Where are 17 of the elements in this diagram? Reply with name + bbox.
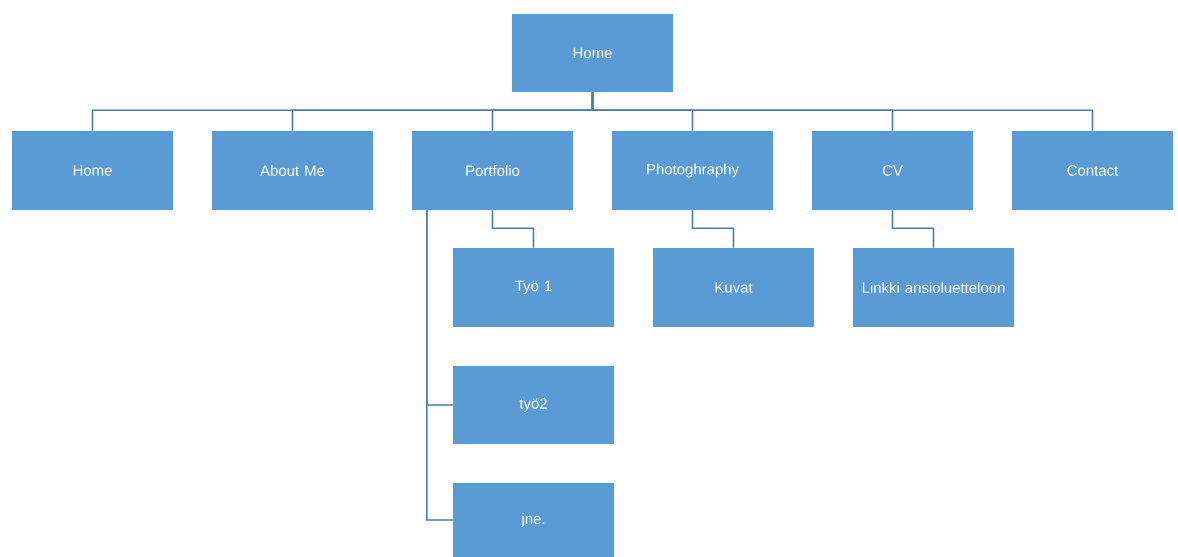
page-box: Photoghraphy	[612, 131, 773, 210]
page-box: CV	[812, 131, 973, 210]
page-box: Portfolio	[412, 131, 573, 210]
page-box: Kuvat	[653, 248, 814, 327]
connector-line	[491, 209, 535, 249]
page-box: Home	[12, 131, 173, 210]
page-box: jne.	[453, 483, 614, 557]
page-box: työ2	[453, 366, 614, 444]
connector-line	[426, 209, 454, 521]
page-box: About Me	[212, 131, 373, 210]
connector-line	[591, 91, 1094, 132]
page-box: Työ 1	[453, 248, 614, 327]
connector-line	[691, 209, 735, 249]
page-box: Linkki ansioluetteloon	[853, 248, 1014, 327]
page-box: Home	[512, 14, 673, 92]
page-box: Contact	[1012, 131, 1173, 210]
connector-line	[891, 209, 935, 249]
